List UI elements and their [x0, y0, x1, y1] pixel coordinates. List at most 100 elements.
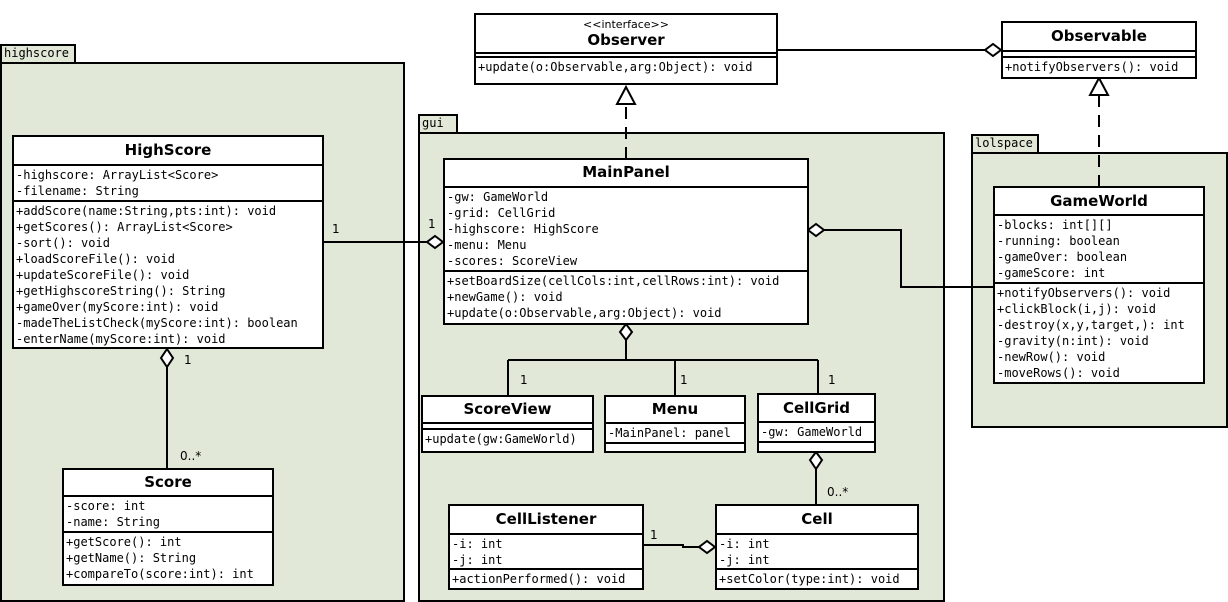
class-scoreview-attributes [423, 422, 592, 428]
mult-highscore-score-bottom: 0..* [180, 449, 202, 463]
class-celllistener-name: CellListener [495, 510, 597, 528]
class-score-methods: +getScore(): int +getName(): String +com… [64, 531, 272, 583]
method-line: +actionPerformed(): void [452, 572, 626, 587]
class-gameworld-methods: +notifyObservers(): void +clickBlock(i,j… [995, 282, 1203, 382]
attribute-line: -menu: Menu [447, 238, 527, 252]
class-observable-methods: +notifyObservers(): void [1003, 56, 1195, 76]
class-score-name: Score [144, 473, 192, 491]
class-mainpanel-name: MainPanel [582, 163, 670, 181]
method-line: -sort(): void [16, 235, 110, 250]
method-line: +update(o:Observable,arg:Object): void [447, 306, 722, 320]
method-line: +getScores(): ArrayList<Score> [16, 219, 233, 234]
attribute-line: -name: String [66, 515, 160, 529]
class-gameworld[interactable]: GameWorld -blocks: int[][] -running: boo… [993, 186, 1205, 384]
mult-mainpanel-cellgrid: 1 [828, 373, 836, 387]
attribute-line: -gameScore: int [997, 266, 1106, 280]
aggregation-diamond-mainpanel-right [806, 222, 826, 238]
attribute-line: -gw: GameWorld [761, 425, 863, 439]
class-menu[interactable]: Menu -MainPanel: panel [604, 395, 746, 453]
class-observable-attributes [1003, 50, 1195, 56]
method-line: +setBoardSize(cellCols:int,cellRows:int)… [447, 274, 780, 288]
attribute-line: -scores: ScoreView [447, 254, 578, 268]
attribute-line: -running: boolean [997, 234, 1120, 248]
attribute-line: -gameOver: boolean [997, 250, 1128, 264]
method-line: -madeTheListCheck(myScore:int): boolean [16, 315, 298, 330]
attribute-line: -score: int [66, 499, 146, 513]
method-line: +setColor(type:int): void [719, 572, 900, 587]
realization-arrowhead-observable [1088, 75, 1110, 96]
class-scoreview-methods: +update(gw:GameWorld) [423, 428, 592, 448]
aggregation-diamond-mainpanel-bottom [618, 322, 634, 342]
class-scoreview-name: ScoreView [463, 400, 552, 418]
class-cellgrid-methods [759, 441, 874, 447]
method-line: -moveRows(): void [997, 366, 1120, 380]
mult-highscore-mainpanel-right: 1 [428, 217, 436, 231]
class-menu-attributes: -MainPanel: panel [606, 422, 744, 442]
class-observer-methods: +update(o:Observable,arg:Object): void [476, 56, 776, 76]
aggregation-diamond-mainpanel-left [425, 234, 445, 250]
attribute-line: -blocks: int[][] [997, 218, 1113, 232]
class-cellgrid-name: CellGrid [782, 399, 851, 417]
class-observable[interactable]: Observable +notifyObservers(): void [1001, 21, 1197, 79]
class-cell-attributes: -i: int -j: int [717, 533, 917, 568]
method-line: +addScore(name:String,pts:int): void [16, 203, 277, 218]
attribute-line: -highscore: ArrayList<Score> [16, 168, 219, 182]
class-observer-name: Observer [587, 31, 665, 49]
method-line: +getName(): String [66, 551, 197, 565]
realization-arrowhead-observer [615, 84, 637, 105]
class-cell-name: Cell [801, 510, 833, 528]
attribute-line: -i: int [452, 537, 503, 551]
class-gameworld-attributes: -blocks: int[][] -running: boolean -game… [995, 214, 1203, 282]
method-line: +update(gw:GameWorld) [425, 432, 577, 446]
class-highscore[interactable]: HighScore -highscore: ArrayList<Score> -… [12, 135, 324, 349]
method-line: +notifyObservers(): void [997, 286, 1171, 300]
class-gameworld-name: GameWorld [1050, 192, 1148, 210]
mult-cellgrid-cell: 0..* [827, 485, 849, 499]
method-line: -destroy(x,y,target,): int [997, 318, 1185, 332]
attribute-line: -grid: CellGrid [447, 206, 556, 220]
class-mainpanel-methods: +setBoardSize(cellCols:int,cellRows:int)… [445, 270, 807, 322]
mult-highscore-mainpanel-left: 1 [332, 222, 340, 236]
attribute-line: -MainPanel: panel [608, 426, 731, 440]
method-line: -newRow(): void [997, 350, 1106, 364]
aggregation-diamond-cell [697, 539, 717, 555]
method-line: +getHighscoreString(): String [16, 283, 226, 298]
method-line: +loadScoreFile(): void [16, 251, 175, 266]
aggregation-diamond-cellgrid [808, 450, 824, 471]
class-scoreview[interactable]: ScoreView +update(gw:GameWorld) [421, 395, 594, 453]
class-cellgrid[interactable]: CellGrid -gw: GameWorld [757, 393, 876, 453]
class-celllistener-methods: +actionPerformed(): void [450, 568, 642, 588]
method-line: -enterName(myScore:int): void [16, 331, 226, 346]
method-line: +getScore(): int [66, 535, 182, 549]
class-menu-methods [606, 442, 744, 448]
class-observable-name: Observable [1051, 27, 1147, 45]
class-cell-methods: +setColor(type:int): void [717, 568, 917, 588]
attribute-line: -gw: GameWorld [447, 190, 549, 204]
method-line: -gravity(n:int): void [997, 334, 1149, 348]
method-line: +clickBlock(i,j): void [997, 302, 1156, 316]
class-highscore-methods: +addScore(name:String,pts:int): void +ge… [14, 199, 322, 347]
class-score-attributes: -score: int -name: String [64, 495, 272, 531]
attribute-line: -i: int [719, 537, 770, 551]
mult-mainpanel-scoreview: 1 [520, 373, 528, 387]
attribute-line: -j: int [719, 553, 770, 567]
method-line: +updateScoreFile(): void [16, 267, 190, 282]
mult-celllistener-cell: 1 [650, 528, 658, 542]
class-observer-attributes [476, 52, 776, 56]
class-celllistener[interactable]: CellListener -i: int -j: int +actionPerf… [448, 504, 644, 590]
mult-highscore-score-top: 1 [184, 353, 192, 367]
method-line: +update(o:Observable,arg:Object): void [478, 60, 753, 74]
class-observer-stereotype: <<interface>> [583, 18, 669, 31]
aggregation-diamond-observable [983, 42, 1003, 58]
mult-mainpanel-menu: 1 [680, 373, 688, 387]
class-highscore-name: HighScore [124, 141, 212, 159]
class-score[interactable]: Score -score: int -name: String +getScor… [62, 468, 274, 586]
aggregation-diamond-highscore [159, 347, 175, 369]
class-cell[interactable]: Cell -i: int -j: int +setColor(type:int)… [715, 504, 919, 590]
class-celllistener-attributes: -i: int -j: int [450, 533, 642, 568]
class-observer[interactable]: <<interface>> Observer +update(o:Observa… [474, 13, 778, 85]
attribute-line: -highscore: HighScore [447, 222, 599, 236]
method-line: +newGame(): void [447, 290, 563, 304]
class-mainpanel[interactable]: MainPanel -gw: GameWorld -grid: CellGrid… [443, 158, 809, 325]
